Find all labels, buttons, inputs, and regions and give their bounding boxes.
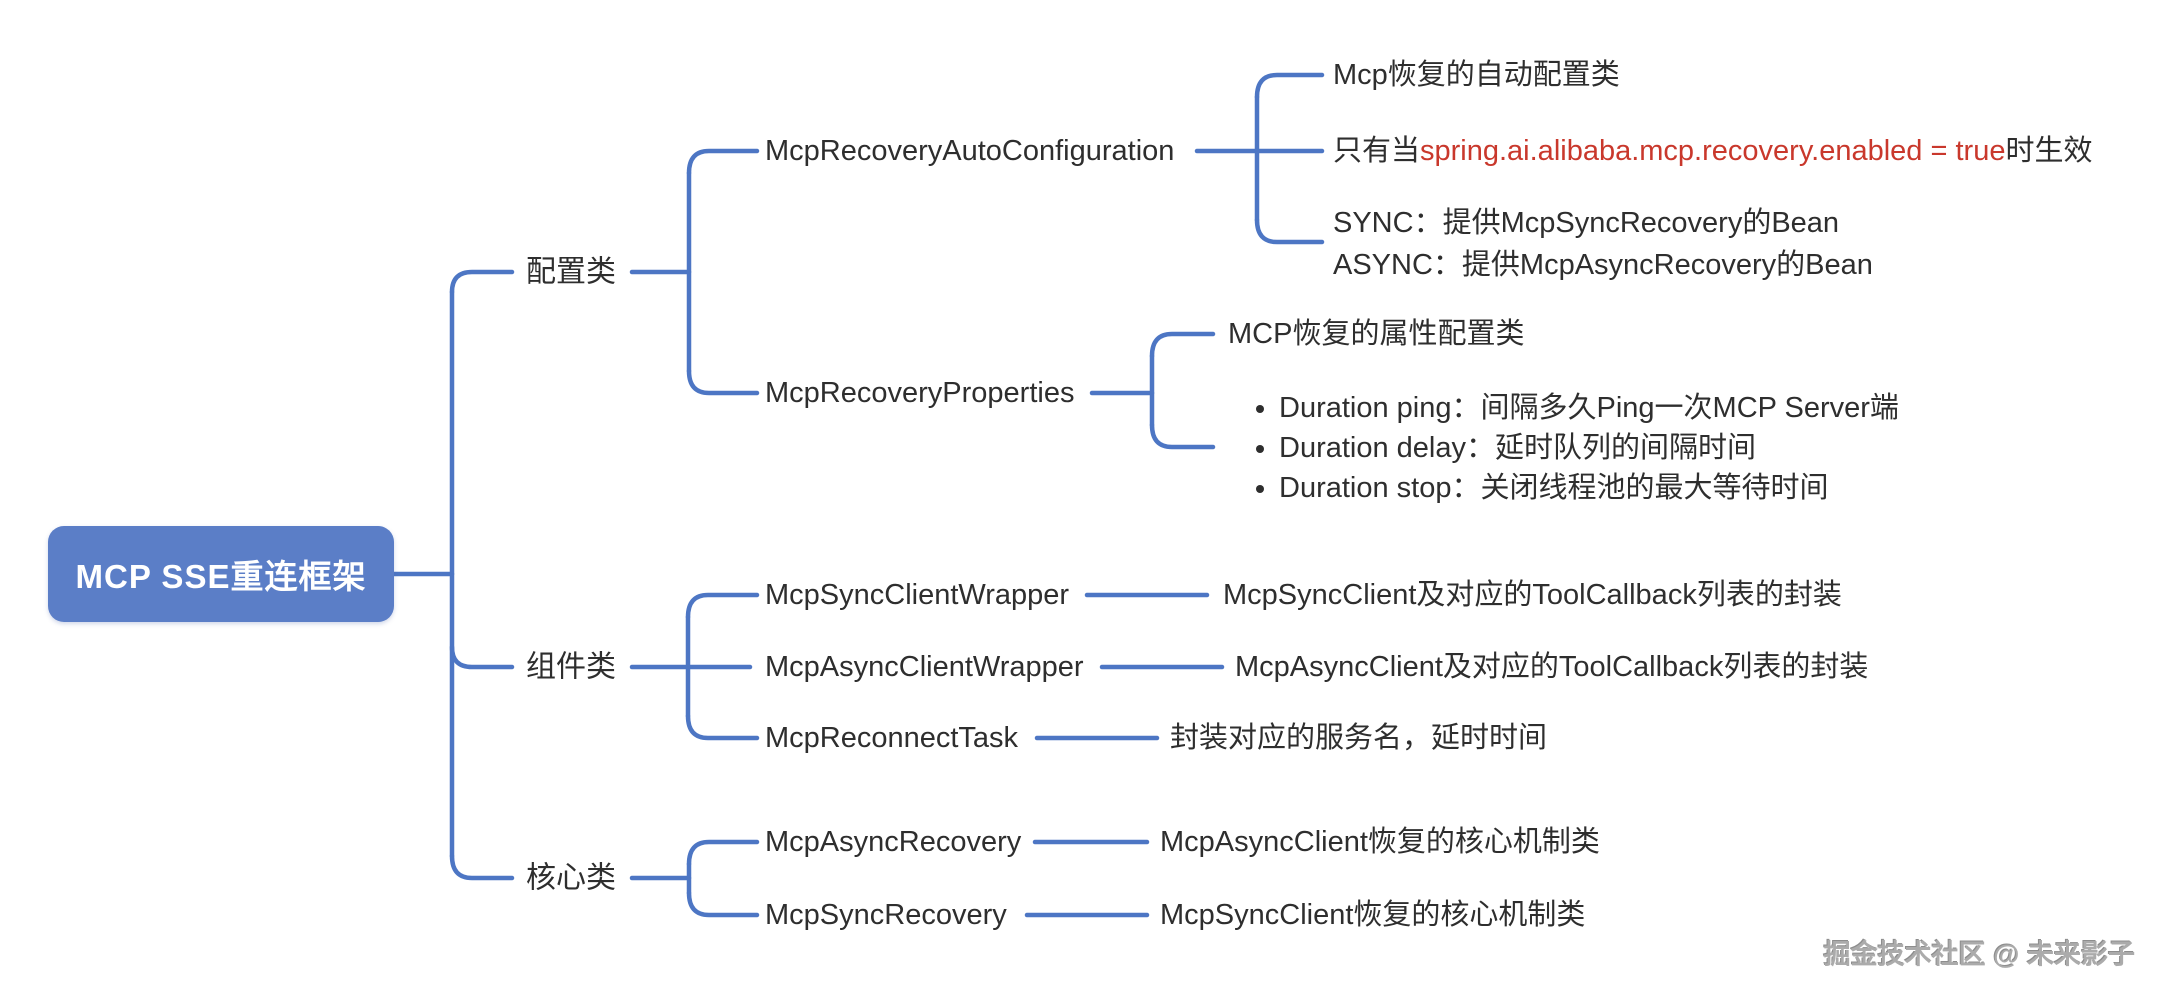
node-mcp-reconnect-task: McpReconnectTask bbox=[765, 721, 1019, 754]
leaf-auto-config-desc: Mcp恢复的自动配置类 bbox=[1333, 58, 1620, 91]
leaf-sync-wrapper-desc: McpSyncClient及对应的ToolCallback列表的封装 bbox=[1223, 578, 1842, 611]
leaf-async-bean: ASYNC：提供McpAsyncRecovery的Bean bbox=[1333, 249, 1873, 281]
bullet-duration-stop: Duration stop：关闭线程池的最大等待时间 bbox=[1279, 468, 1899, 508]
connector-branch-component bbox=[449, 644, 515, 670]
connector-config-properties bbox=[686, 368, 760, 396]
leaf-sync-recovery-desc: McpSyncClient恢复的核心机制类 bbox=[1160, 898, 1586, 931]
branch-component: 组件类 bbox=[526, 650, 616, 684]
leaf-async-wrapper-desc: McpAsyncClient及对应的ToolCallback列表的封装 bbox=[1235, 650, 1869, 683]
node-mcp-async-recovery: McpAsyncRecovery bbox=[765, 825, 1022, 858]
connector-branch-core bbox=[449, 853, 515, 881]
leaf-prop-config-desc: MCP恢复的属性配置类 bbox=[1228, 317, 1525, 350]
leaf-duration-bullet-list: Duration ping：间隔多久Ping一次MCP Server端 Dura… bbox=[1245, 388, 1899, 508]
branch-config: 配置类 bbox=[526, 255, 616, 289]
node-mcp-recovery-properties: McpRecoveryProperties bbox=[765, 376, 1075, 409]
leaf-enabled-property: spring.ai.alibaba.mcp.recovery.enabled =… bbox=[1420, 134, 2006, 167]
node-mcp-async-client-wrapper: McpAsyncClientWrapper bbox=[765, 650, 1084, 683]
watermark: 掘金技术社区 @ 未来影子 bbox=[1823, 939, 2135, 970]
connector-component-syncwrapper bbox=[685, 592, 760, 620]
root-label: MCP SSE重连框架 bbox=[75, 558, 367, 595]
connector-config-autoconf bbox=[686, 148, 760, 176]
leaf-reconnect-task-desc: 封装对应的服务名，延时时间 bbox=[1170, 721, 1548, 754]
leaf-sync-bean: SYNC：提供McpSyncRecovery的Bean bbox=[1333, 207, 1840, 239]
connector-core-asyncrecovery bbox=[686, 839, 760, 867]
leaf-async-recovery-desc: McpAsyncClient恢复的核心机制类 bbox=[1160, 825, 1600, 858]
connector-properties-leaf2 bbox=[1149, 422, 1216, 450]
connector-component-reconnecttask bbox=[685, 713, 760, 741]
leaf-enabled-suffix: 时生效 bbox=[2005, 134, 2093, 167]
connector-properties-leaf1 bbox=[1149, 331, 1216, 359]
leaf-enabled-prefix: 只有当 bbox=[1333, 134, 1421, 167]
connector-core-syncrecovery bbox=[686, 890, 760, 918]
connector-branch-config bbox=[449, 269, 515, 295]
leaf-sync-async-beans: SYNC：提供McpSyncRecovery的Bean ASYNC：提供McpA… bbox=[1333, 202, 1873, 286]
connector-autoconf-leaf1 bbox=[1254, 72, 1325, 100]
node-mcp-sync-client-wrapper: McpSyncClientWrapper bbox=[765, 578, 1070, 611]
bullet-duration-delay: Duration delay：延时队列的间隔时间 bbox=[1279, 428, 1899, 468]
connector-autoconf-leaf3 bbox=[1254, 217, 1325, 245]
leaf-enabled-condition: 只有当spring.ai.alibaba.mcp.recovery.enable… bbox=[1333, 133, 2092, 169]
node-mcp-sync-recovery: McpSyncRecovery bbox=[765, 898, 1007, 931]
bullet-duration-ping: Duration ping：间隔多久Ping一次MCP Server端 bbox=[1279, 388, 1899, 428]
root-node: MCP SSE重连框架 bbox=[48, 526, 394, 622]
node-mcp-recovery-auto-configuration: McpRecoveryAutoConfiguration bbox=[765, 134, 1175, 167]
branch-core: 核心类 bbox=[526, 861, 616, 895]
